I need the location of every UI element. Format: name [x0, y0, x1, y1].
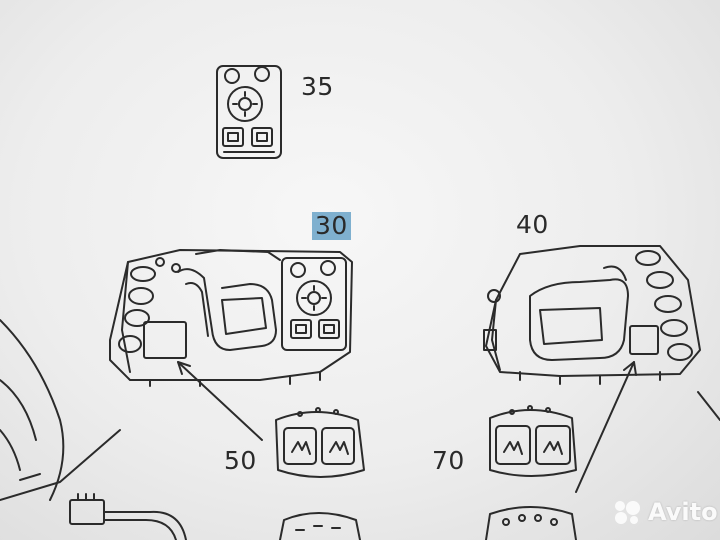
- callout-40: 40: [516, 210, 549, 239]
- leader-arrow-70: [575, 361, 637, 493]
- part-70-seat-heater-switch: [489, 405, 577, 477]
- watermark-text: Avito: [648, 498, 718, 526]
- part-50-seat-heater-switch: [275, 407, 365, 478]
- callout-30: 30: [312, 212, 351, 240]
- leader-arrow-50: [177, 361, 263, 441]
- callout-35: 35: [301, 72, 334, 101]
- avito-logo-icon: [615, 501, 640, 524]
- part-35-switch-module: [216, 65, 282, 159]
- callout-70: 70: [432, 446, 465, 475]
- lower-part-left: [279, 512, 361, 540]
- right-edge-line: [697, 391, 720, 421]
- avito-watermark: Avito: [612, 498, 718, 526]
- wire-harness-connector: [69, 493, 187, 540]
- part-40-door-panel: [483, 245, 701, 385]
- callout-50: 50: [224, 446, 257, 475]
- lower-part-right: [485, 506, 577, 540]
- left-edge-panel: [0, 319, 121, 501]
- part-30-door-panel: [109, 249, 353, 387]
